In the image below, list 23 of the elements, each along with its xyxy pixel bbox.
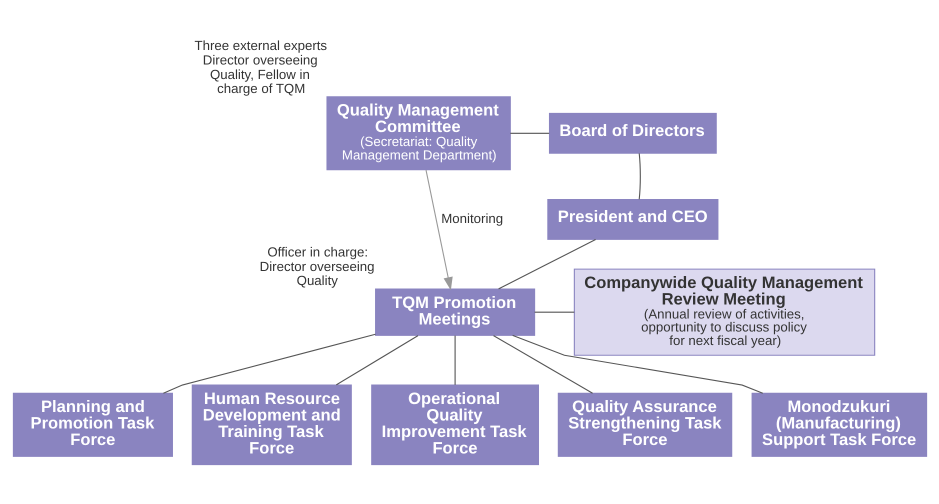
connector [162, 334, 376, 394]
connector [336, 335, 418, 386]
connector [512, 334, 762, 394]
node-box: Quality Management Committee (Secretariat: Quality Management Department) [326, 96, 510, 170]
node-box: Board of Directors [548, 112, 716, 154]
connector [498, 239, 596, 290]
node-box: Planning and Promotion Task Force [12, 392, 172, 457]
connector [638, 153, 640, 200]
connector [510, 132, 549, 134]
node-box: Companywide Quality Management Review Meeting (Annual review of activities, opportunity to discuss policy for next fiscal year) [573, 268, 875, 356]
connector [454, 336, 456, 385]
node-box: Monodzukuri (Manufacturing) Support Task Force [751, 392, 927, 457]
node-label: Officer in charge: Director overseeing Quality [259, 244, 374, 288]
node-box: President and CEO [546, 199, 718, 240]
edge-label: Monitoring [440, 210, 503, 226]
connector [492, 335, 592, 394]
node-label: Three external experts Director overseeing Quality, Fellow in charge of TQM [194, 38, 327, 96]
node-box: Human Resource Development and Training Task Force [191, 384, 352, 466]
arrow [424, 170, 452, 290]
node-box: Quality Assurance Strengthening Task Force [557, 392, 732, 457]
node-box: Operational Quality Improvement Task Force [370, 384, 539, 466]
connector [534, 312, 574, 313]
node-box: TQM Promotion Meetings [374, 288, 535, 336]
